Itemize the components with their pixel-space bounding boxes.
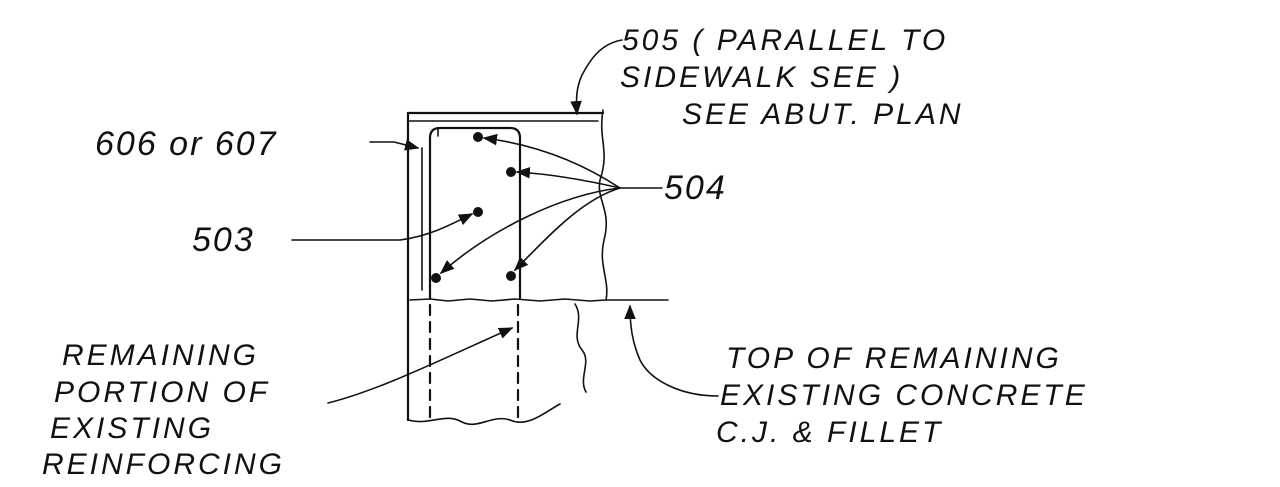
bar-504-top	[473, 132, 483, 142]
label-remaining-line2: PORTION OF	[54, 376, 270, 409]
leader-lines	[291, 39, 719, 404]
label-505-line2: SIDEWALK SEE )	[620, 61, 903, 94]
label-504: 504	[664, 169, 727, 207]
bar-504-bottom-left	[431, 273, 441, 283]
label-top-line2: EXISTING CONCRETE	[720, 379, 1088, 412]
label-remaining-line4: REINFORCING	[42, 448, 285, 481]
new-concrete-section	[406, 109, 608, 302]
label-505-line1: 505 ( PARALLEL TO	[622, 24, 948, 57]
bar-504-right-upper	[506, 167, 516, 177]
label-stirrup-606-607: 606 or 607	[95, 125, 278, 163]
reinforcing-bars	[431, 132, 516, 283]
label-top-line3: C.J. & FILLET	[716, 416, 943, 449]
label-top-of-existing-concrete: TOP OF REMAINING EXISTING CONCRETE C.J. …	[716, 342, 1088, 449]
bar-504-bottom-right	[506, 271, 516, 281]
label-505-line3: SEE ABUT. PLAN	[682, 98, 964, 131]
label-505: 505 ( PARALLEL TO SIDEWALK SEE ) SEE ABU…	[620, 24, 964, 131]
bar-503	[473, 207, 483, 217]
label-top-line1: TOP OF REMAINING	[726, 342, 1062, 375]
existing-concrete-section	[406, 298, 669, 426]
label-remaining-line3: EXISTING	[50, 412, 214, 445]
label-remaining-line1: REMAINING	[62, 339, 259, 372]
label-remaining-reinforcing: REMAINING PORTION OF EXISTING REINFORCIN…	[42, 339, 285, 481]
stirrup-606-607	[421, 126, 522, 300]
label-503: 503	[192, 221, 255, 259]
